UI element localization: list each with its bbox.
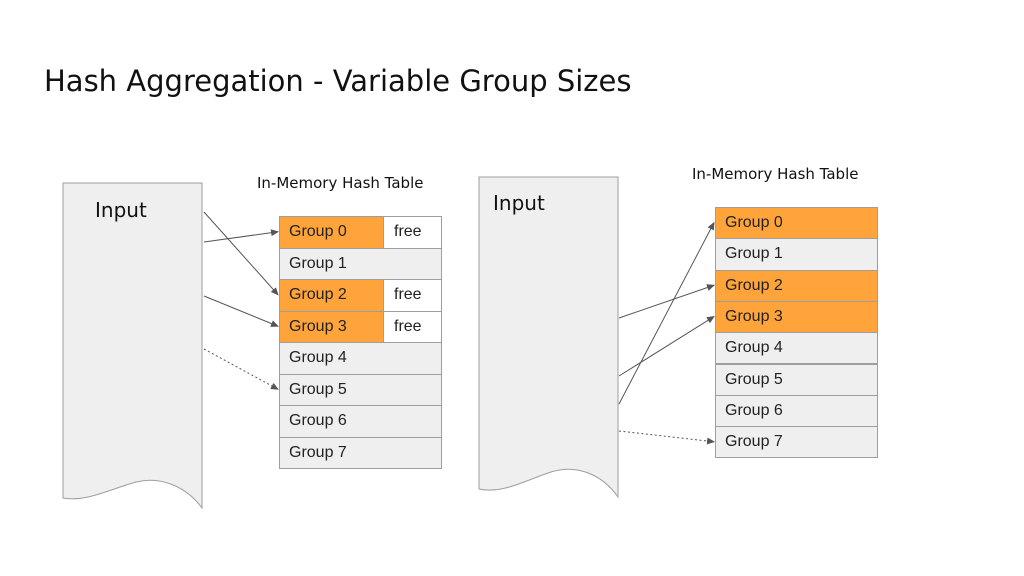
left-arrows: [203, 211, 279, 390]
left-free-cell: free: [383, 310, 442, 343]
left-arrow-to-group-0: [203, 229, 279, 243]
right-arrows: [618, 221, 715, 445]
left-free-cell: free: [383, 279, 442, 312]
left-group-cell: Group 7: [279, 436, 442, 469]
right-group-cell: Group 6: [715, 394, 878, 428]
left-group-cell: Group 6: [279, 405, 442, 438]
slide-title: Hash Aggregation - Variable Group Sizes: [44, 64, 632, 98]
right-arrow-to-group-0: [618, 221, 715, 405]
left-group-cell: Group 1: [279, 247, 442, 280]
left-group-cell: Group 0: [279, 216, 384, 249]
right-group-cell: Group 5: [715, 363, 878, 396]
left-table-caption: In-Memory Hash Table: [257, 174, 424, 192]
left-group-cell: Group 4: [279, 342, 442, 375]
left-arrow-to-group-5: [203, 348, 279, 390]
left-group-cell: Group 3: [279, 310, 384, 343]
left-input-label: Input: [95, 198, 147, 222]
left-group-cell: Group 5: [279, 373, 442, 406]
right-input-document: [478, 176, 619, 499]
right-group-cell: Group 1: [715, 238, 878, 271]
right-group-cell: Group 7: [715, 426, 878, 459]
left-arrow-to-group-2: [203, 211, 279, 296]
left-free-cell: free: [383, 216, 442, 249]
right-arrow-to-group-7: [618, 430, 715, 445]
right-arrow-to-group-3: [618, 316, 715, 377]
right-group-cell: Group 3: [715, 300, 878, 334]
left-arrow-to-group-3: [203, 295, 279, 327]
left-input-document: [62, 182, 203, 510]
right-arrow-to-group-2: [618, 284, 715, 319]
right-group-cell: Group 2: [715, 269, 878, 302]
right-input-label: Input: [493, 191, 545, 215]
right-group-cell: Group 4: [715, 332, 878, 365]
right-table-caption: In-Memory Hash Table: [692, 165, 859, 183]
right-group-cell: Group 0: [715, 207, 878, 240]
left-group-cell: Group 2: [279, 279, 384, 312]
